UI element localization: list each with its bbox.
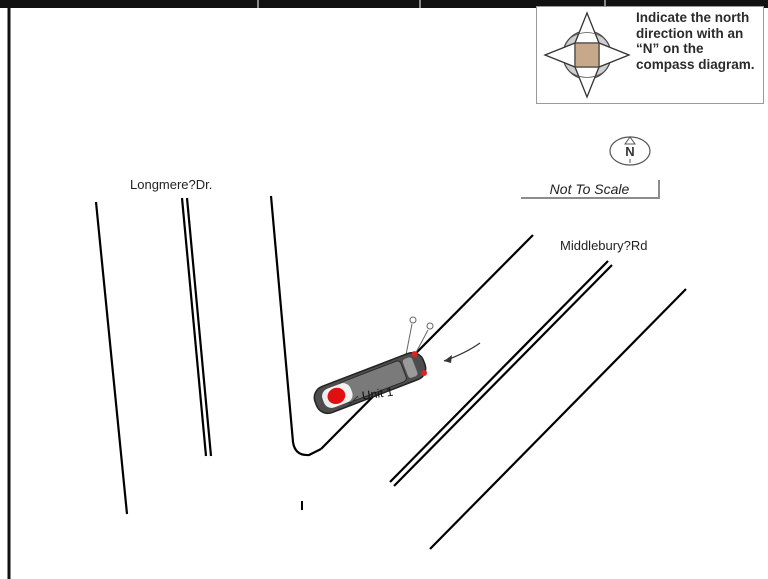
north-marker — [609, 136, 651, 166]
impact-point-marker — [327, 387, 346, 405]
taillight-marker — [420, 369, 427, 376]
compass-instruction-box: Indicate the north direction with an “N”… — [536, 6, 764, 104]
road-edge-line — [94, 201, 129, 515]
north-marker-letter: N — [625, 144, 635, 159]
vehicle-rear-window — [402, 357, 418, 378]
top-frame-bar — [0, 0, 768, 8]
road-edge-line — [320, 234, 534, 450]
street-label-longmere: Longmere?Dr. — [130, 177, 213, 192]
compass-rose-icon — [543, 11, 631, 99]
unit-label-leader — [347, 395, 359, 407]
street-label-middlebury: Middlebury?Rd — [560, 238, 648, 253]
annotation-leaders — [404, 316, 434, 361]
road-center-line — [180, 197, 208, 457]
road-edge-line — [429, 288, 687, 550]
compass-instruction-text: Indicate the north direction with an “N”… — [636, 10, 755, 72]
north-arrow-icon — [624, 136, 636, 145]
road-center-line — [393, 264, 613, 487]
unit-1-vehicle — [313, 351, 427, 415]
not-to-scale-label: Not To Scale — [521, 180, 660, 199]
road-edge-curb — [269, 195, 322, 457]
travel-direction-arrow — [443, 342, 481, 363]
road-center-line — [389, 260, 609, 483]
longmere-road — [94, 195, 322, 515]
middlebury-road — [320, 234, 687, 550]
road-center-line — [185, 197, 213, 457]
taillight-marker — [411, 351, 418, 358]
